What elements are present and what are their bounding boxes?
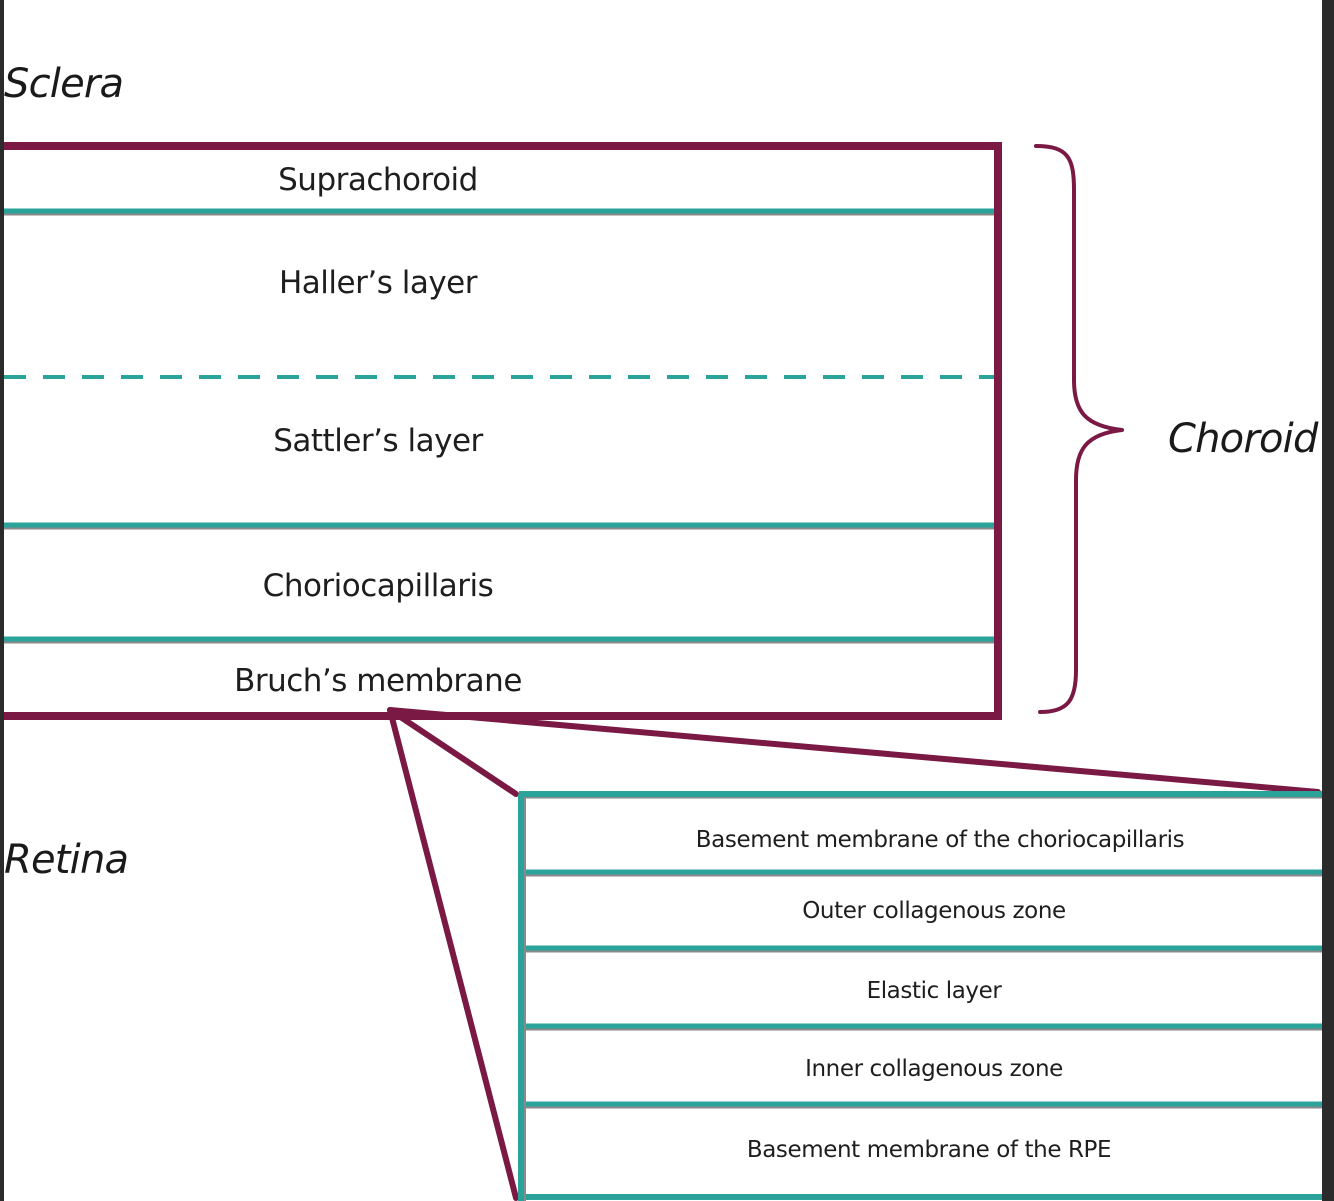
choroid-frame (4, 142, 1002, 720)
bruch-label-outer-collagenous: Outer collagenous zone (802, 898, 1066, 924)
bruch-label-inner-collagenous: Inner collagenous zone (805, 1056, 1063, 1082)
sclera-label: Sclera (4, 61, 123, 107)
zoom-callout-lines (387, 707, 1321, 1201)
bruchs-detail-box (518, 791, 1322, 1201)
retina-label: Retina (4, 837, 128, 883)
bruch-label-basement-choriocapillaris: Basement membrane of the choriocapillari… (696, 827, 1184, 853)
choroid-layers-diagram: Sclera Retina Choroid Suprachoroid Halle… (4, 61, 1322, 1201)
layer-label-choriocapillaris: Choriocapillaris (263, 568, 494, 604)
diagram-canvas: Sclera Retina Choroid Suprachoroid Halle… (4, 0, 1322, 1201)
layer-label-bruchs-membrane: Bruch’s membrane (234, 663, 522, 699)
layer-label-suprachoroid: Suprachoroid (278, 162, 478, 198)
layer-label-hallers: Haller’s layer (279, 265, 478, 301)
choroid-brace (1034, 144, 1124, 714)
choroid-label: Choroid (1168, 416, 1319, 462)
bruch-label-elastic: Elastic layer (867, 978, 1003, 1004)
bruch-label-basement-rpe: Basement membrane of the RPE (747, 1137, 1111, 1163)
layer-label-sattlers: Sattler’s layer (273, 423, 483, 459)
choroid-dividers (4, 208, 994, 644)
